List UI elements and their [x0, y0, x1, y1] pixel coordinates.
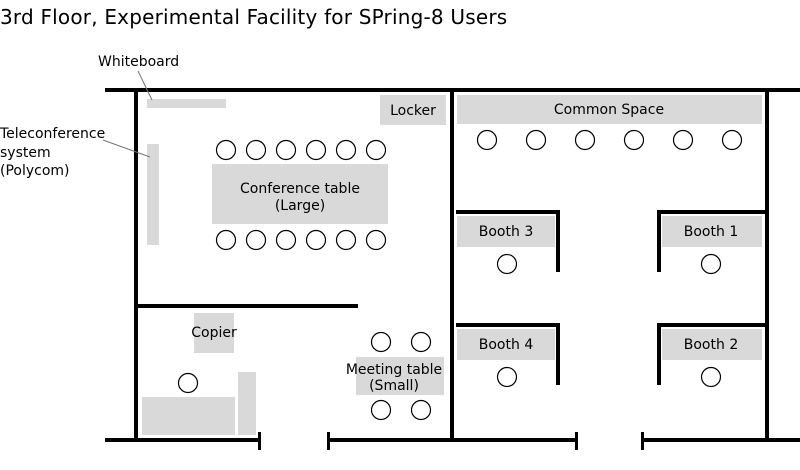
booth-3: Booth 3	[456, 210, 560, 275]
seat	[305, 229, 327, 251]
common-space-label: Common Space	[554, 102, 664, 118]
teleconference-screen	[147, 144, 159, 245]
seat	[215, 229, 237, 251]
whiteboard: Whiteboard	[98, 54, 226, 108]
seat	[365, 229, 387, 251]
wall-right	[765, 88, 769, 442]
booth-3-desk	[457, 216, 555, 247]
booth-4-desk	[457, 329, 555, 360]
seat	[275, 229, 297, 251]
conference-table-label-line-1: Conference table	[240, 181, 360, 197]
common-space-shape	[457, 95, 762, 124]
booth-2-wall-top	[657, 323, 765, 327]
booth-2-wall-side	[657, 323, 661, 385]
teleconference-leader-line	[102, 139, 151, 158]
booth-3-wall-side	[556, 210, 560, 272]
booth-1: Booth 1	[657, 210, 765, 275]
seat	[370, 399, 392, 421]
meeting-table: Meeting table (Small)	[346, 331, 444, 421]
seat	[177, 372, 199, 394]
copier-area: Copier	[142, 313, 256, 435]
booth-4-wall-top	[456, 323, 560, 327]
conference-table-label-line-2: (Large)	[275, 198, 325, 214]
door-jamb-4	[641, 432, 644, 450]
desk	[142, 397, 235, 435]
seat	[335, 139, 357, 161]
seat	[365, 139, 387, 161]
seat	[700, 366, 722, 388]
booth-4-wall-side	[556, 323, 560, 385]
seat	[245, 139, 267, 161]
seat	[525, 129, 547, 151]
door-jamb-3	[575, 432, 578, 450]
teleconference-label-line-2: system	[0, 145, 51, 161]
seat	[496, 366, 518, 388]
floor-plan-title: 3rd Floor, Experimental Facility for SPr…	[0, 5, 508, 29]
booth-1-desk	[662, 216, 762, 247]
seat	[215, 139, 237, 161]
seat	[476, 129, 498, 151]
wall-center	[450, 88, 454, 442]
booth-4-label: Booth 4	[479, 337, 534, 353]
copier-shape	[194, 313, 234, 353]
door-jamb-2	[327, 432, 330, 450]
meeting-table-shape	[356, 357, 444, 395]
booth-3-label: Booth 3	[479, 224, 533, 240]
booth-4: Booth 4	[456, 323, 560, 388]
common-space: Common Space	[457, 95, 762, 151]
walls	[105, 88, 800, 450]
conference-seats-bottom	[215, 229, 387, 251]
booth-3-wall-top	[456, 210, 560, 214]
meeting-table-label-line-2: (Small)	[369, 378, 419, 394]
whiteboard-label: Whiteboard	[98, 54, 179, 70]
desk-side	[238, 372, 256, 435]
booth-2: Booth 2	[657, 323, 765, 388]
seat	[410, 331, 432, 353]
booth-1-wall-top	[657, 210, 765, 214]
seat	[370, 331, 392, 353]
booth-1-label: Booth 1	[684, 224, 738, 240]
wall-bottom-3	[641, 438, 800, 442]
copier-label: Copier	[191, 325, 237, 341]
meeting-table-label-line-1: Meeting table	[346, 362, 442, 378]
seat	[305, 139, 327, 161]
conference-table-shape	[212, 164, 388, 224]
locker-label: Locker	[390, 103, 436, 119]
conference-seats-top	[215, 139, 387, 161]
whiteboard-leader-line	[137, 70, 153, 101]
seat	[623, 129, 645, 151]
door-jamb-1	[258, 432, 261, 450]
teleconference-system: Teleconference system (Polycom)	[0, 126, 159, 245]
wall-interior-partition	[134, 304, 358, 308]
booth-1-wall-side	[657, 210, 661, 272]
whiteboard-shape	[147, 99, 226, 108]
conference-table: Conference table (Large)	[212, 139, 388, 251]
seat	[672, 129, 694, 151]
seat	[721, 129, 743, 151]
booth-2-label: Booth 2	[684, 337, 738, 353]
seat	[496, 253, 518, 275]
booth-2-desk	[662, 329, 762, 360]
wall-bottom-1	[105, 438, 261, 442]
seat	[275, 139, 297, 161]
seat	[335, 229, 357, 251]
seat	[410, 399, 432, 421]
wall-left	[134, 88, 138, 442]
wall-bottom-2	[327, 438, 578, 442]
locker-shape	[380, 95, 446, 125]
seat	[574, 129, 596, 151]
locker: Locker	[380, 95, 446, 125]
seat	[245, 229, 267, 251]
seat	[700, 253, 722, 275]
teleconference-label-line-1: Teleconference	[0, 126, 105, 142]
teleconference-label-line-3: (Polycom)	[0, 163, 70, 179]
